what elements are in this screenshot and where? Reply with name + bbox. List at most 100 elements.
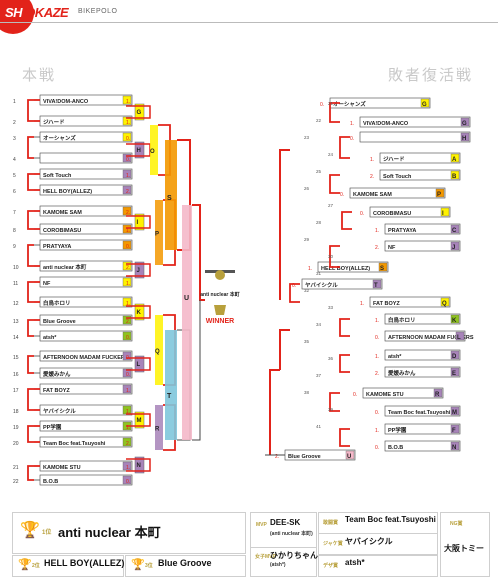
revival-team-11-box bbox=[369, 296, 451, 308]
revival-team-14-name: atsh* bbox=[388, 354, 402, 360]
revival-team-12-tag bbox=[450, 314, 460, 324]
revival-tag-17: M bbox=[452, 410, 457, 416]
revival-tag-9: S bbox=[380, 266, 384, 272]
main-score-8: 1. bbox=[126, 228, 130, 234]
final-bracket-top bbox=[192, 204, 205, 301]
revival-team-7-box bbox=[384, 223, 461, 235]
seed-20: 20 bbox=[13, 441, 19, 447]
round2-label-O: O bbox=[150, 149, 155, 155]
main-team-18-name: ヤバイシクル bbox=[43, 407, 76, 415]
revival-game-22: 22 bbox=[316, 118, 322, 123]
revival-team-16-name: KAMOME STU bbox=[366, 392, 404, 398]
revival-team-5-box bbox=[349, 187, 446, 199]
revival-connector-3 bbox=[341, 211, 352, 230]
revival-team-4-tag bbox=[450, 170, 460, 180]
logo-text: SHIOKAZE bbox=[5, 5, 69, 20]
revival-team-19-name: B.O.B bbox=[388, 445, 403, 451]
main-score-13: 2. bbox=[126, 319, 130, 325]
revival-team-8-box bbox=[384, 240, 461, 252]
main-score-19: 1. bbox=[126, 425, 130, 431]
game-label-M: M bbox=[137, 418, 142, 424]
main-team-21-name: KAMOME STU bbox=[43, 465, 81, 471]
revival-connector-2 bbox=[329, 174, 340, 194]
game-box-H bbox=[134, 141, 145, 159]
main-r1-connector-10 bbox=[27, 465, 34, 481]
main-r1-connector-5 bbox=[27, 281, 34, 303]
logo-subtitle: BIKEPOLO bbox=[78, 8, 118, 15]
revival-team-0-name: オーシャンズ bbox=[333, 100, 366, 108]
revival-tag-1: G bbox=[462, 121, 467, 127]
revival-team-19-box bbox=[384, 440, 461, 452]
main-title: 本戦 bbox=[22, 66, 57, 84]
revival-connector-6 bbox=[339, 318, 350, 337]
main-team-6-tag bbox=[122, 185, 132, 195]
revival-connector-0 bbox=[329, 102, 340, 123]
revival-team-16-box bbox=[362, 387, 444, 399]
revival-game-24: 24 bbox=[328, 152, 334, 157]
final-label-U: U bbox=[184, 295, 189, 302]
revival-team-8-tag bbox=[450, 241, 460, 251]
main-team-5-name: Soft Touch bbox=[43, 173, 72, 179]
seed-8: 8 bbox=[13, 228, 16, 234]
revival-semi-top bbox=[279, 149, 290, 300]
main-score-4: 0. bbox=[126, 157, 130, 163]
round2-label-Q: Q bbox=[155, 349, 160, 355]
round2-label-R: R bbox=[155, 427, 160, 433]
revival-team-20-name: Blue Groove bbox=[288, 454, 321, 460]
logo-pre: SH bbox=[5, 5, 23, 20]
revival-connector-8 bbox=[329, 392, 340, 412]
revival-team-12-box bbox=[384, 313, 461, 325]
seed-21: 21 bbox=[13, 465, 19, 471]
main-team-16-tag bbox=[122, 368, 132, 378]
winner-trophy-icon bbox=[214, 305, 226, 315]
game-label-I: I bbox=[137, 220, 139, 226]
seed-5: 5 bbox=[13, 173, 16, 179]
revival-game-21: 21 bbox=[328, 101, 334, 106]
main-team-4-box bbox=[39, 152, 133, 164]
revival-team-1-box bbox=[359, 116, 471, 128]
revival-team-0-tag bbox=[420, 98, 430, 108]
game-box-L bbox=[134, 355, 145, 373]
revival-score-15: 2. bbox=[375, 371, 379, 377]
revival-game-30: 30 bbox=[328, 254, 334, 259]
main-team-2-name: ジハード bbox=[43, 119, 65, 126]
revival-tag-7: C bbox=[452, 228, 457, 234]
revival-game-33: 33 bbox=[328, 305, 334, 310]
revival-score-18: 1. bbox=[375, 428, 379, 434]
main-r1-connector-8 bbox=[27, 388, 34, 411]
revival-team-4-name: Soft Touch bbox=[383, 174, 412, 180]
main-r1-connector-9 bbox=[27, 425, 34, 443]
revival-tag-5: P bbox=[437, 192, 441, 198]
revival-connector-7 bbox=[339, 354, 350, 373]
revival-tag-15: E bbox=[452, 371, 456, 377]
main-team-5-tag bbox=[122, 169, 132, 179]
revival-score-8: 2. bbox=[375, 245, 379, 251]
final-bracket-bottom bbox=[192, 300, 201, 441]
main-score-14: 0. bbox=[126, 335, 130, 341]
revival-team-11-tag bbox=[440, 297, 450, 307]
revival-team-15-box bbox=[384, 366, 461, 378]
main-r1-connector-6 bbox=[27, 319, 34, 337]
revival-tag-12: K bbox=[452, 318, 457, 324]
main-team-3-name: オーシャンズ bbox=[43, 134, 76, 142]
game-box-K bbox=[134, 303, 145, 321]
revival-team-11-name: FAT BOYZ bbox=[373, 301, 400, 307]
revival-score-12: 1. bbox=[375, 318, 379, 324]
seed-14: 14 bbox=[13, 335, 19, 341]
revival-team-1-name: VIVA!DOM-ANCO bbox=[363, 121, 409, 127]
main-score-20: 2. bbox=[126, 441, 130, 447]
main-team-7-tag bbox=[122, 206, 132, 216]
winner-team: anti nuclear 本町 bbox=[200, 291, 239, 298]
main-team-14-name: atsh* bbox=[43, 335, 57, 341]
revival-team-20-tag bbox=[345, 450, 355, 460]
revival-team-9-box bbox=[317, 261, 389, 273]
main-team-1-tag bbox=[122, 95, 132, 105]
round2-label-P: P bbox=[155, 232, 159, 238]
main-team-9-tag bbox=[122, 240, 132, 250]
main-score-10: 2. bbox=[126, 265, 130, 271]
main-r1-connector-4 bbox=[27, 244, 34, 267]
revival-score-13: 0. bbox=[375, 335, 379, 341]
revival-team-5-name: KAMOME SAM bbox=[353, 192, 392, 198]
revival-team-10-tag bbox=[372, 279, 382, 289]
main-team-13-name: Blue Groove bbox=[43, 319, 76, 325]
